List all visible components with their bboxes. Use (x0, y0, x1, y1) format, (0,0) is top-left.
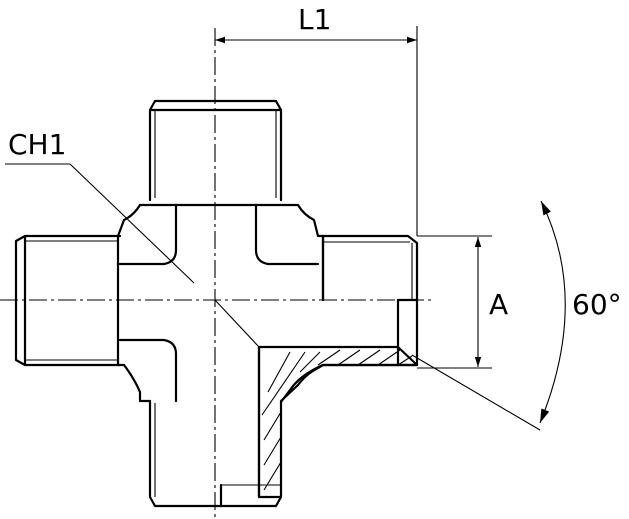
dimension-l1: L1 (215, 3, 418, 236)
label-angle: 60° (572, 288, 622, 321)
right-spigot (321, 234, 419, 302)
center-lines (0, 28, 432, 519)
label-a: A (489, 288, 508, 321)
leader-ch1: CH1 (5, 128, 195, 284)
dimension-angle: 60° (411, 200, 622, 431)
fitting-body (116, 203, 419, 403)
label-l1: L1 (298, 3, 331, 36)
bottom-spigot (148, 399, 283, 508)
section-hatching (219, 345, 419, 508)
label-ch1: CH1 (8, 128, 66, 161)
left-spigot (14, 234, 122, 367)
dimension-a: A (417, 235, 508, 369)
top-spigot (148, 99, 283, 202)
